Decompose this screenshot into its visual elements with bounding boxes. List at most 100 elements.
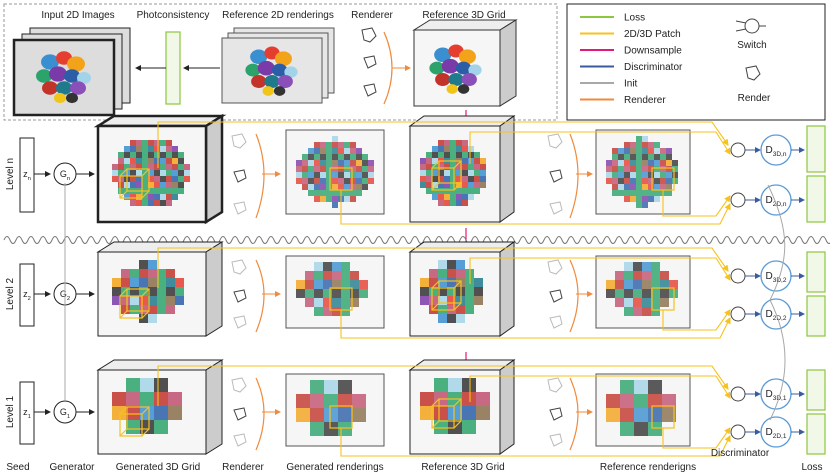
rendering-pixel bbox=[630, 142, 636, 148]
rendering-pixel bbox=[630, 160, 636, 166]
grid-voxel bbox=[160, 188, 166, 194]
rendering-pixel bbox=[320, 142, 326, 148]
rendering-pixel bbox=[332, 136, 338, 142]
rendering-pixel bbox=[620, 394, 634, 408]
rendering-pixel bbox=[618, 190, 624, 196]
grid-voxel bbox=[136, 176, 142, 182]
grid-voxel bbox=[462, 392, 476, 406]
grid-voxel bbox=[432, 176, 438, 182]
grid-voxel bbox=[160, 158, 166, 164]
rendering-pixel bbox=[606, 408, 620, 422]
rendering-pixel bbox=[666, 148, 672, 154]
rendering-pixel bbox=[633, 271, 642, 280]
rendering-pixel bbox=[352, 394, 366, 408]
grid-voxel bbox=[160, 170, 166, 176]
grid-voxel bbox=[178, 158, 184, 164]
rendering-pixel bbox=[624, 307, 633, 316]
loss-box-3d bbox=[806, 369, 826, 411]
legend-item-label: Init bbox=[624, 79, 638, 90]
rendering-pixel bbox=[612, 190, 618, 196]
rendering-pixel bbox=[654, 148, 660, 154]
reference-renderings-stack bbox=[221, 27, 335, 104]
grid-voxel bbox=[124, 164, 130, 170]
grid-voxel bbox=[130, 182, 136, 188]
rendering-pixel bbox=[362, 160, 368, 166]
grid-voxel bbox=[474, 170, 480, 176]
grid-voxel bbox=[432, 170, 438, 176]
grid-voxel bbox=[148, 287, 157, 296]
grid-voxel bbox=[166, 305, 175, 314]
rendering-pixel bbox=[666, 190, 672, 196]
grid-voxel bbox=[462, 182, 468, 188]
patch-3d bbox=[119, 168, 150, 199]
grid-voxel bbox=[438, 182, 444, 188]
grid-voxel bbox=[178, 188, 184, 194]
rendering-pixel bbox=[350, 271, 359, 280]
rendering-pixel bbox=[654, 166, 660, 172]
discriminator-3d: D3D,1 bbox=[760, 378, 792, 410]
rendering-pixel bbox=[314, 271, 323, 280]
grid-voxel bbox=[178, 152, 184, 158]
grid-voxel bbox=[462, 200, 468, 206]
rendering-pixel bbox=[654, 178, 660, 184]
object-blob-part bbox=[273, 86, 286, 96]
object-blob-part bbox=[448, 73, 464, 86]
legend-item-label: Discriminator bbox=[624, 62, 683, 73]
patch-routing bbox=[157, 247, 731, 339]
grid-voxel bbox=[438, 170, 444, 176]
rendering-pixel bbox=[332, 172, 338, 178]
grid-voxel bbox=[166, 188, 172, 194]
object-blob-part bbox=[457, 84, 470, 94]
legend-switch-label: Switch bbox=[737, 40, 766, 51]
rendering-pixel bbox=[368, 172, 374, 178]
rendering-pixel bbox=[296, 166, 302, 172]
grid-voxel bbox=[154, 182, 160, 188]
rendering-pixel bbox=[338, 166, 344, 172]
grid-voxel bbox=[136, 170, 142, 176]
loss-box-2d bbox=[806, 295, 826, 337]
rendering-pixel bbox=[356, 166, 362, 172]
rendering-pixel bbox=[636, 184, 642, 190]
grid-voxel bbox=[112, 164, 118, 170]
grid-voxel bbox=[142, 152, 148, 158]
grid-voxel bbox=[160, 152, 166, 158]
discriminator-2d: D2D,n bbox=[760, 184, 792, 216]
grid-voxel bbox=[118, 182, 124, 188]
loss-box-3d bbox=[806, 251, 826, 293]
rendering-pixel bbox=[332, 178, 338, 184]
rendering-pixel bbox=[332, 160, 338, 166]
rendering-pixel bbox=[332, 190, 338, 196]
grid-voxel bbox=[130, 296, 139, 305]
grid-voxel bbox=[148, 158, 154, 164]
grid-voxel bbox=[456, 140, 462, 146]
reference-3d-grid bbox=[408, 115, 516, 223]
grid-voxel bbox=[444, 146, 450, 152]
grid-voxel bbox=[462, 152, 468, 158]
rendering-pixel bbox=[350, 148, 356, 154]
rendering-pixel bbox=[308, 154, 314, 160]
patch-3d bbox=[119, 406, 150, 437]
grid-voxel bbox=[465, 287, 474, 296]
rendering-pixel bbox=[368, 160, 374, 166]
grid-voxel bbox=[136, 194, 142, 200]
grid-voxel bbox=[166, 200, 172, 206]
rendering-pixel bbox=[344, 154, 350, 160]
level-label: Level 1 bbox=[5, 395, 16, 428]
rendering-pixel bbox=[332, 262, 341, 271]
grid-voxel bbox=[462, 140, 468, 146]
grid-voxel bbox=[474, 152, 480, 158]
object-blob-part bbox=[446, 84, 458, 94]
reference-grid-top bbox=[412, 19, 518, 107]
rendering-pixel bbox=[356, 154, 362, 160]
seed-label: zn bbox=[23, 169, 31, 182]
grid-voxel bbox=[178, 170, 184, 176]
grid-voxel bbox=[456, 170, 462, 176]
grid-voxel bbox=[142, 194, 148, 200]
footer-reference-grid: Reference 3D Grid bbox=[421, 462, 504, 473]
rendering-pixel bbox=[648, 178, 654, 184]
rendering-pixel bbox=[314, 148, 320, 154]
rendering-pixel bbox=[648, 190, 654, 196]
legend-item-label: Downsample bbox=[624, 46, 682, 57]
rendering-pixel bbox=[314, 154, 320, 160]
grid-voxel bbox=[166, 296, 175, 305]
